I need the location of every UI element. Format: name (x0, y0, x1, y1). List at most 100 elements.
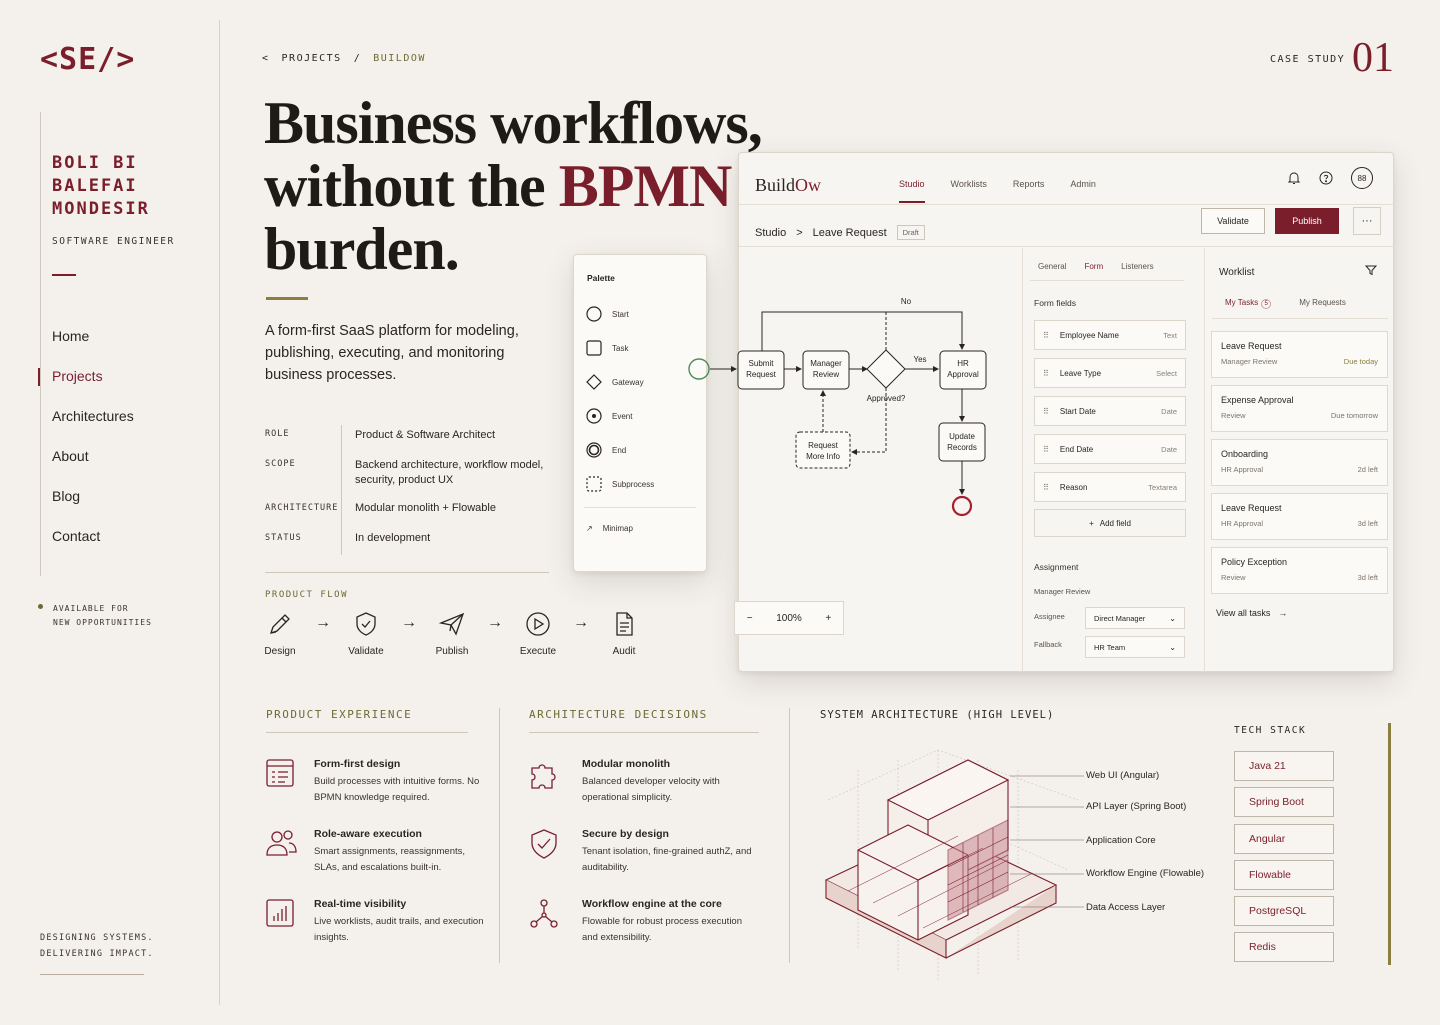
palette-item-gateway[interactable]: Gateway (574, 365, 706, 399)
nav-item-projects[interactable]: Projects (52, 368, 103, 384)
add-field-button[interactable]: +Add field (1034, 509, 1186, 537)
tab-studio[interactable]: Studio (899, 179, 925, 203)
submit-request-node[interactable] (737, 350, 785, 390)
tab-listeners[interactable]: Listeners (1121, 262, 1154, 271)
update-records-node[interactable] (938, 422, 986, 462)
drag-handle-icon[interactable]: ⠿ (1043, 444, 1049, 454)
palette-item-subprocess[interactable]: Subprocess (574, 467, 706, 501)
tab-worklists[interactable]: Worklists (950, 179, 987, 189)
form-icon (266, 759, 294, 787)
task-step: HR Approval (1221, 465, 1264, 474)
approved-gateway-node[interactable] (866, 349, 906, 389)
flow-step-label: Execute (519, 646, 557, 657)
section-divider (789, 708, 790, 963)
nav-item-blog[interactable]: Blog (52, 488, 81, 504)
tab-my-requests[interactable]: My Requests (1299, 298, 1346, 307)
start-event-node[interactable] (688, 358, 710, 380)
layer-label: Web UI (Angular) (1086, 770, 1160, 781)
publish-button[interactable]: Publish (1275, 208, 1339, 234)
task-due: Due tomorrow (1330, 411, 1378, 420)
hr-approval-node[interactable] (939, 350, 987, 390)
app-tabs: Studio Worklists Reports Admin (899, 179, 1096, 203)
nav-item-about[interactable]: About (52, 448, 89, 464)
request-more-info-node[interactable] (795, 431, 851, 469)
palette-item-task[interactable]: Task (574, 331, 706, 365)
fallback-select[interactable]: HR Team⌄ (1085, 636, 1185, 658)
shield-check-icon (531, 829, 557, 859)
zoom-level: 100% (776, 612, 802, 624)
nav-item-home[interactable]: Home (52, 328, 90, 344)
minimap-icon: ↗ (586, 523, 593, 533)
layer-label: Data Access Layer (1086, 902, 1166, 913)
drag-handle-icon[interactable]: ⠿ (1043, 406, 1049, 416)
worklist-title: Worklist (1219, 267, 1255, 278)
node-label: HR (957, 359, 969, 368)
palette-item-end[interactable]: End (574, 433, 706, 467)
nav-item-contact[interactable]: Contact (52, 528, 101, 544)
block-rear-top (886, 759, 1010, 821)
drag-handle-icon[interactable]: ⠿ (1043, 368, 1049, 378)
drag-handle-icon[interactable]: ⠿ (1043, 482, 1049, 492)
palette-panel: Palette Start Task Gateway Event End Sub… (573, 254, 707, 572)
zoom-out-button[interactable]: − (746, 612, 753, 624)
architecture-decisions-title: ARCHITECTURE DECISIONS (529, 708, 708, 721)
section-rule (266, 732, 468, 733)
palette-item-start[interactable]: Start (574, 297, 706, 331)
tab-admin[interactable]: Admin (1070, 179, 1096, 189)
back-chevron-icon[interactable]: < (262, 53, 270, 64)
drag-handle-icon[interactable]: ⠿ (1043, 330, 1049, 340)
bell-icon[interactable] (1287, 171, 1301, 185)
zoom-in-button[interactable]: + (825, 612, 832, 624)
nav-item-architectures[interactable]: Architectures (52, 408, 134, 424)
tab-general[interactable]: General (1038, 262, 1067, 271)
field-type: Date (1161, 406, 1177, 416)
assignee-value: Direct Manager (1094, 613, 1146, 623)
crumb-studio[interactable]: Studio (755, 226, 787, 239)
validate-button[interactable]: Validate (1201, 208, 1265, 234)
site-logo[interactable]: <SE/> (40, 42, 136, 77)
palette-label: Subprocess (612, 479, 655, 489)
help-icon[interactable] (1319, 171, 1333, 185)
flow-step-publish: Publish (430, 610, 474, 657)
assignee-select[interactable]: Direct Manager⌄ (1085, 607, 1185, 629)
process-canvas[interactable]: Submit Request Manager Review HR Approva… (670, 254, 1022, 594)
breadcrumb-current: BUILDOW (373, 53, 426, 64)
filter-icon[interactable] (1365, 264, 1377, 276)
end-event-node[interactable] (951, 495, 973, 517)
tech-badge: Flowable (1234, 860, 1334, 890)
network-nodes-icon (530, 899, 558, 928)
minimap-toggle[interactable]: ↗Minimap (574, 518, 706, 538)
breadcrumb-projects[interactable]: PROJECTS (281, 53, 342, 64)
manager-review-node[interactable] (802, 350, 850, 390)
tab-reports[interactable]: Reports (1012, 179, 1045, 189)
app-logo[interactable]: BuildOw (755, 175, 821, 196)
main-nav: Home Projects Architectures About Blog C… (52, 326, 134, 566)
availability-line: NEW OPPORTUNITIES (53, 618, 152, 627)
node-label: Request (808, 441, 839, 450)
architecture-illustration (824, 749, 1079, 980)
view-all-tasks-link[interactable]: View all tasks→ (1216, 608, 1287, 618)
more-options-icon[interactable]: ··· (1353, 207, 1381, 235)
task-title: Leave Request (1221, 503, 1282, 513)
tab-form[interactable]: Form (1084, 262, 1104, 271)
tech-stack-title: TECH STACK (1234, 725, 1307, 736)
arrow-right-icon: → (1278, 608, 1288, 618)
palette-label: Gateway (612, 377, 644, 387)
edge-label-yes: Yes (913, 355, 926, 364)
palette-item-event[interactable]: Event (574, 399, 706, 433)
meta-row: STATUS In development (265, 529, 549, 555)
avatar[interactable]: 88 (1351, 167, 1373, 189)
feature-title: Form-first design (314, 758, 401, 770)
